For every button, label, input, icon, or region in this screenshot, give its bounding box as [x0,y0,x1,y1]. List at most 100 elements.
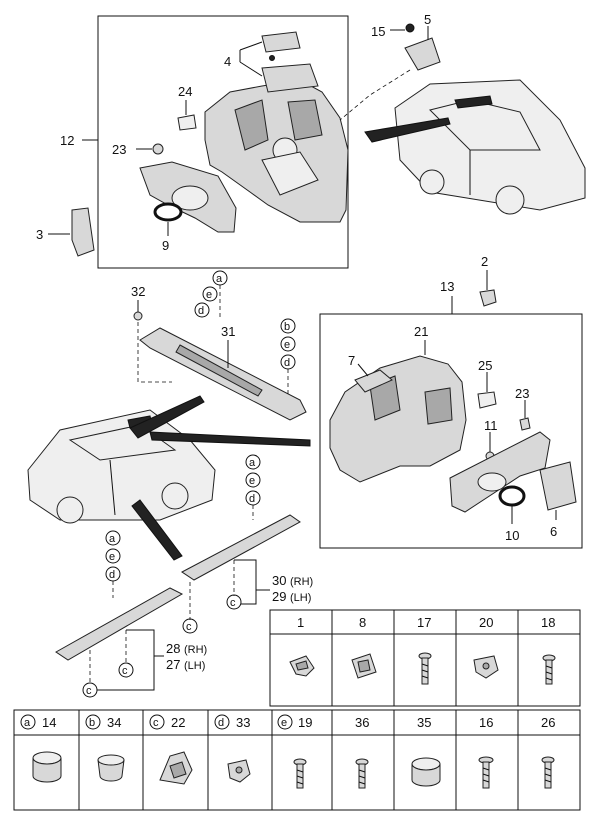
right-trim-box: 7 21 25 23 11 10 6 [319,313,583,549]
table-bottom-header-26: 26 [541,715,555,730]
nut-icon [473,655,499,679]
callout-27-side: (LH) [184,660,205,672]
table-bottom-header-22: 22 [171,715,185,730]
box-frame-12 [97,15,349,269]
speaker-grille [171,185,209,211]
table-bottom-header-36: 36 [355,715,369,730]
fastener-table-bottom: a 14 b 34 c 22 d 33 e 19 36 35 16 26 [13,709,581,811]
part-6-grille [539,461,577,511]
callout-30: 30 [272,573,286,588]
part-25-bracket [477,391,497,409]
screw-icon [541,756,555,789]
scuff-plate-28-27 [55,587,184,661]
table-bottom-header-33: 33 [236,715,250,730]
screw-icon [293,758,307,789]
arrow-to-van-top [364,117,451,143]
arrow-van-to-sill [129,395,205,439]
table-top-header-18: 18 [541,615,555,630]
part-23-clip [152,143,164,155]
cap-icon [97,754,125,782]
letter-c-text: c [122,665,128,677]
arrow-van-to-scuff [131,499,183,561]
part-32-plug [133,311,143,321]
callout-28: 28 [166,641,180,656]
callout-15: 15 [371,24,385,39]
letter-a: a [249,457,256,469]
part-9-ring [153,202,183,222]
callout-23-right: 23 [515,386,529,401]
part-4-cover [261,31,301,53]
callout-32: 32 [131,284,145,299]
callout-2: 2 [481,254,488,269]
sill-plate-tread [175,344,263,397]
callout-11: 11 [484,418,498,433]
table-top-header-1: 1 [297,615,304,630]
callout-9: 9 [162,238,169,253]
callout-6: 6 [550,524,557,539]
right-speaker-ring [477,472,507,492]
trim-tray [261,151,319,196]
letter-d: d [284,357,290,369]
part-7-cover [354,369,393,393]
callout-25: 25 [478,358,492,373]
table-top-header-17: 17 [417,615,431,630]
letters-upper-left: a e d [194,270,228,318]
clip-icon [289,655,315,677]
callout-28-side: (RH) [184,644,207,656]
trim-pocket [287,99,323,141]
letter-b: b [284,321,290,333]
trim-window [234,99,269,151]
callout-29: 29 [272,589,286,604]
table-top-header-20: 20 [479,615,493,630]
table-bottom-letter-d: d [218,717,224,729]
table-bottom-header-34: 34 [107,715,121,730]
letter-d: d [109,569,115,581]
table-bottom-header-16: 16 [479,715,493,730]
callout-24: 24 [178,84,192,99]
callout-12: 12 [60,133,74,148]
callout-7: 7 [348,353,355,368]
table-bottom-letter-b: b [89,717,95,729]
screw-icon [355,758,369,789]
table-top-header-8: 8 [359,615,366,630]
letter-e: e [284,339,290,351]
screw-icon [478,756,494,789]
letter-e: e [109,551,115,563]
letter-c-text: c [86,685,92,697]
table-bottom-header-35: 35 [417,715,431,730]
letter-c [226,594,242,610]
luggage-window [424,387,453,425]
screw-icon [542,654,556,685]
callout-21: 21 [414,324,428,339]
scuff-plate-30-29 [181,514,301,581]
nut-icon [227,759,251,783]
table-bottom-letter-a: a [24,717,31,729]
part-4-screw [269,55,275,61]
callout-3: 3 [36,227,43,242]
box-frame-13 [319,313,583,549]
table-bottom-header-19: 19 [298,715,312,730]
van-illustration-mid [27,409,216,524]
letter-e: e [249,475,255,487]
part-23-clip-b [519,417,531,431]
callout-5: 5 [424,12,431,27]
letters-upper-right: b e d [280,318,296,370]
part-5-bracket [404,37,441,71]
part-10-ring [498,485,526,507]
rear-trim-box: 12 4 24 23 9 [60,15,349,269]
callout-23-top: 23 [112,142,126,157]
callout-27: 27 [166,657,180,672]
callout-10: 10 [505,528,519,543]
part-3-grille [71,207,95,257]
table-bottom-letter-e: e [281,717,287,729]
part-15-screw [405,23,415,33]
letter-c-text: c [230,597,236,609]
callout-13: 13 [440,279,454,294]
table-bottom-letter-c: c [153,717,159,729]
letters-right-scuff: a e d [245,454,261,506]
letter-d: d [198,305,204,317]
letter-e: e [206,289,212,301]
cap-icon [32,751,62,783]
letter-a: a [109,533,116,545]
letter-d: d [249,493,255,505]
